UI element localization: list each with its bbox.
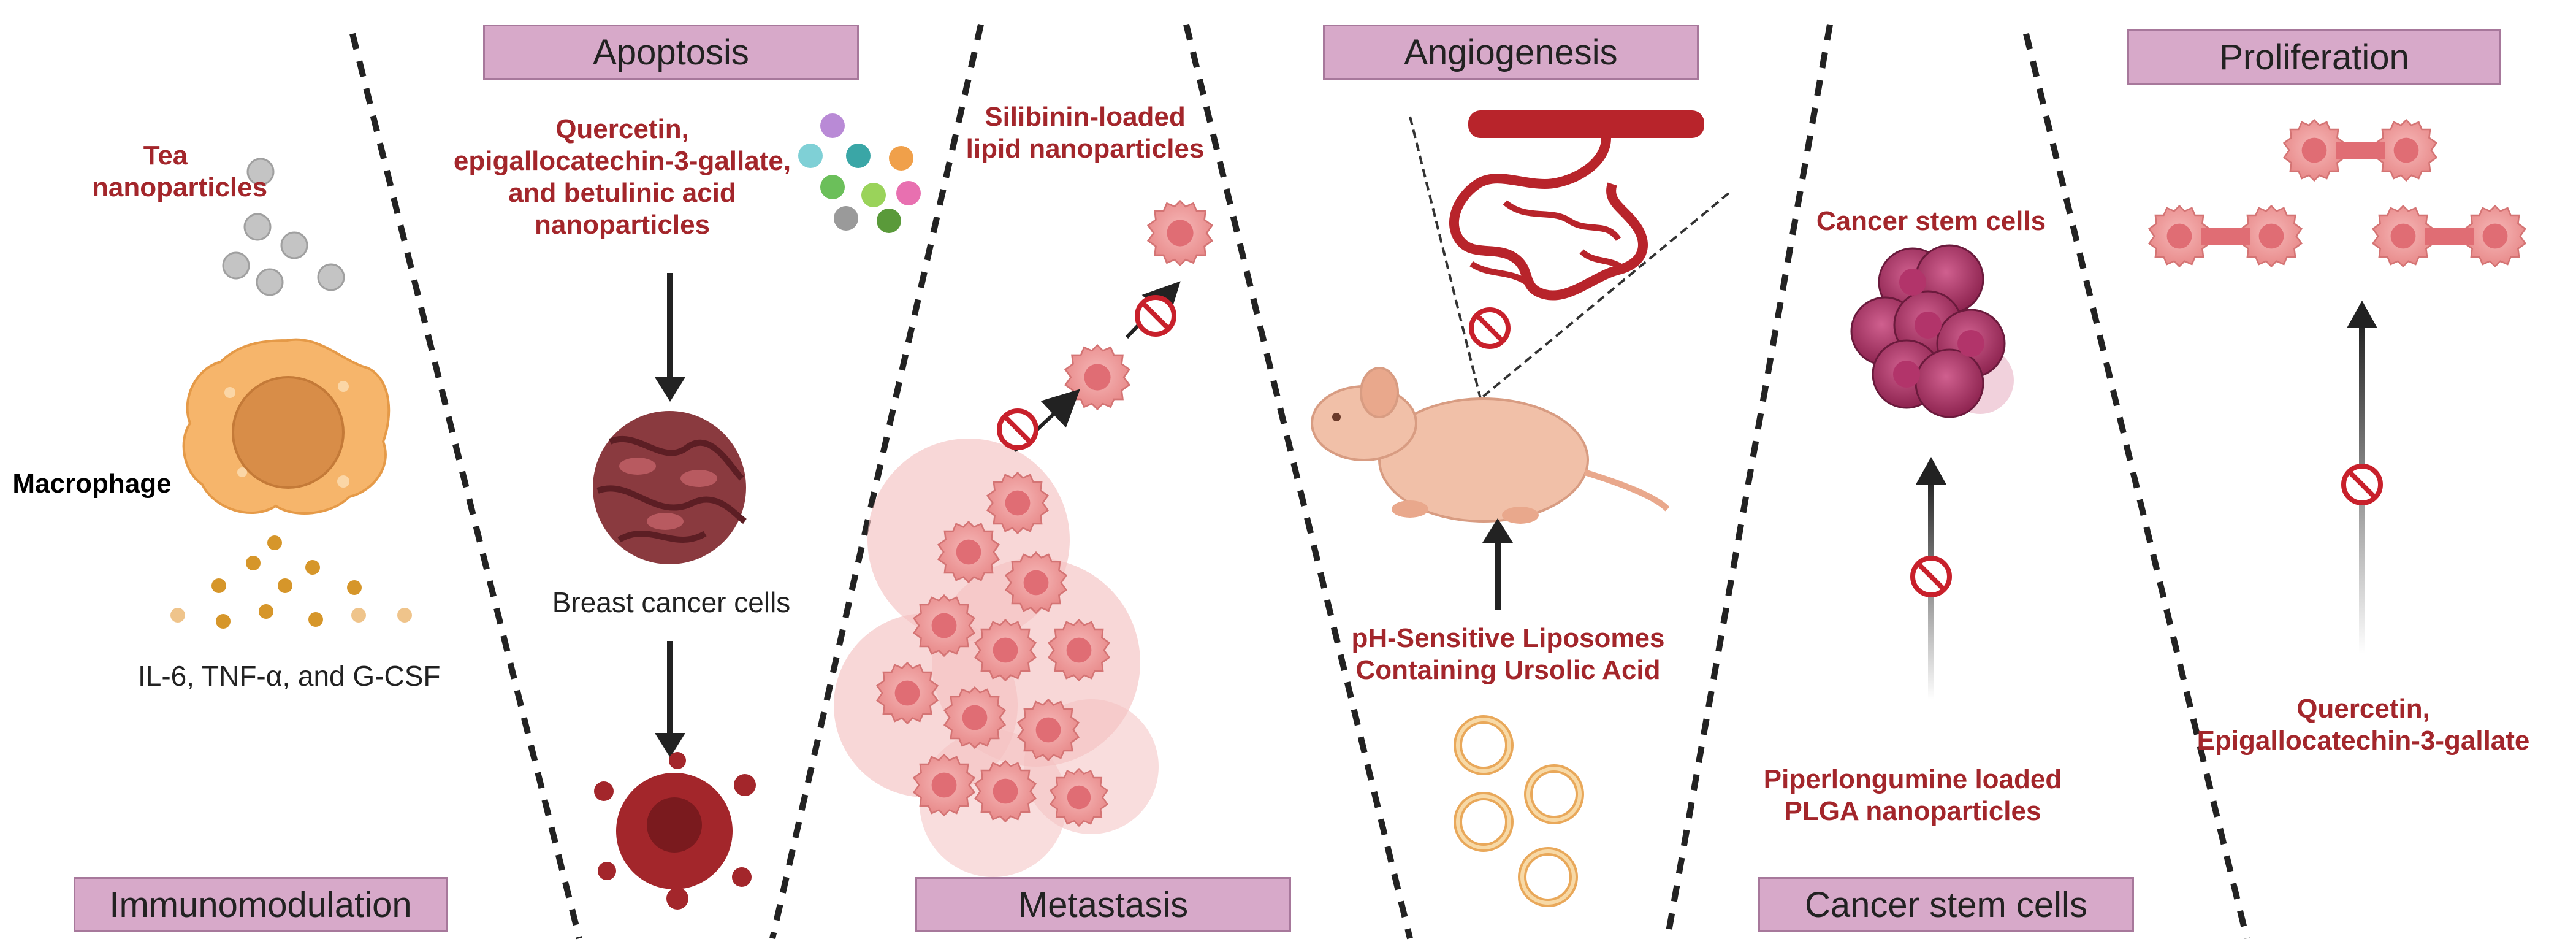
header-apoptosis: Apoptosis <box>483 25 859 80</box>
macrophage-icon <box>182 338 391 515</box>
header-metastasis-label: Metastasis <box>1018 884 1189 925</box>
arrow-icon <box>655 273 685 402</box>
header-apoptosis-label: Apoptosis <box>593 32 749 72</box>
header-angiogenesis-label: Angiogenesis <box>1404 32 1618 72</box>
header-cancer-stem-cells-label: Cancer stem cells <box>1805 884 2087 925</box>
divider-4 <box>1664 24 1833 939</box>
cancer-cell-cluster-icon <box>593 411 747 564</box>
inhibit-icon <box>2344 466 2380 503</box>
inhibit-icon <box>1913 558 1949 595</box>
cytokines-label: IL-6, TNF-α, and G-CSF <box>138 660 441 692</box>
zoom-lines <box>1409 116 1730 400</box>
agent-label-proliferation: Quercetin, Epigallocatechin-3-gallate <box>2197 694 2530 756</box>
inhibit-icon <box>1471 310 1508 347</box>
nanoparticle-icon <box>222 158 345 296</box>
divider-3 <box>1183 23 1413 940</box>
mouse-icon <box>1311 367 1670 524</box>
agent-label-silibinin: Silibinin-loaded lipid nanoparticles <box>966 102 1205 164</box>
nanoparticle-mix-icon <box>798 113 921 233</box>
header-metastasis: Metastasis <box>915 877 1291 932</box>
stem-cell-cluster-icon <box>1850 244 2014 418</box>
header-proliferation: Proliferation <box>2127 29 2501 85</box>
header-proliferation-label: Proliferation <box>2219 37 2409 77</box>
dividing-cell-icon <box>2148 119 2526 267</box>
divider-2 <box>769 23 984 940</box>
divider-1 <box>349 33 582 940</box>
agent-label-piperlongumine: Piperlongumine loaded PLGA nanoparticles <box>1763 764 2062 826</box>
cytokine-icon <box>170 535 412 629</box>
header-immunomodulation: Immunomodulation <box>74 877 448 932</box>
header-angiogenesis: Angiogenesis <box>1323 25 1699 80</box>
tumor-mass-icon <box>834 439 1159 877</box>
apoptotic-cell-icon <box>594 752 756 910</box>
header-cancer-stem-cells: Cancer stem cells <box>1758 877 2134 932</box>
header-immunomodulation-label: Immunomodulation <box>109 884 412 925</box>
blood-vessel-icon <box>1449 110 1704 301</box>
liposome-icon <box>1458 719 1580 903</box>
divider-5 <box>2023 33 2250 940</box>
breast-cancer-cells-label: Breast cancer cells <box>552 586 791 618</box>
cancer-stem-cells-label: Cancer stem cells <box>1816 206 2046 236</box>
macrophage-label: Macrophage <box>12 469 172 499</box>
agent-label-apoptosis: Quercetin, epigallocatechin-3-gallate, a… <box>453 114 791 240</box>
arrow-icon <box>1482 518 1513 610</box>
agent-label-tea-nanoparticles: Tea nanoparticles <box>92 140 268 202</box>
agent-label-liposomes: pH-Sensitive Liposomes Containing Ursoli… <box>1351 623 1665 685</box>
arrow-icon <box>655 641 685 757</box>
panel-dividers <box>349 23 2250 940</box>
